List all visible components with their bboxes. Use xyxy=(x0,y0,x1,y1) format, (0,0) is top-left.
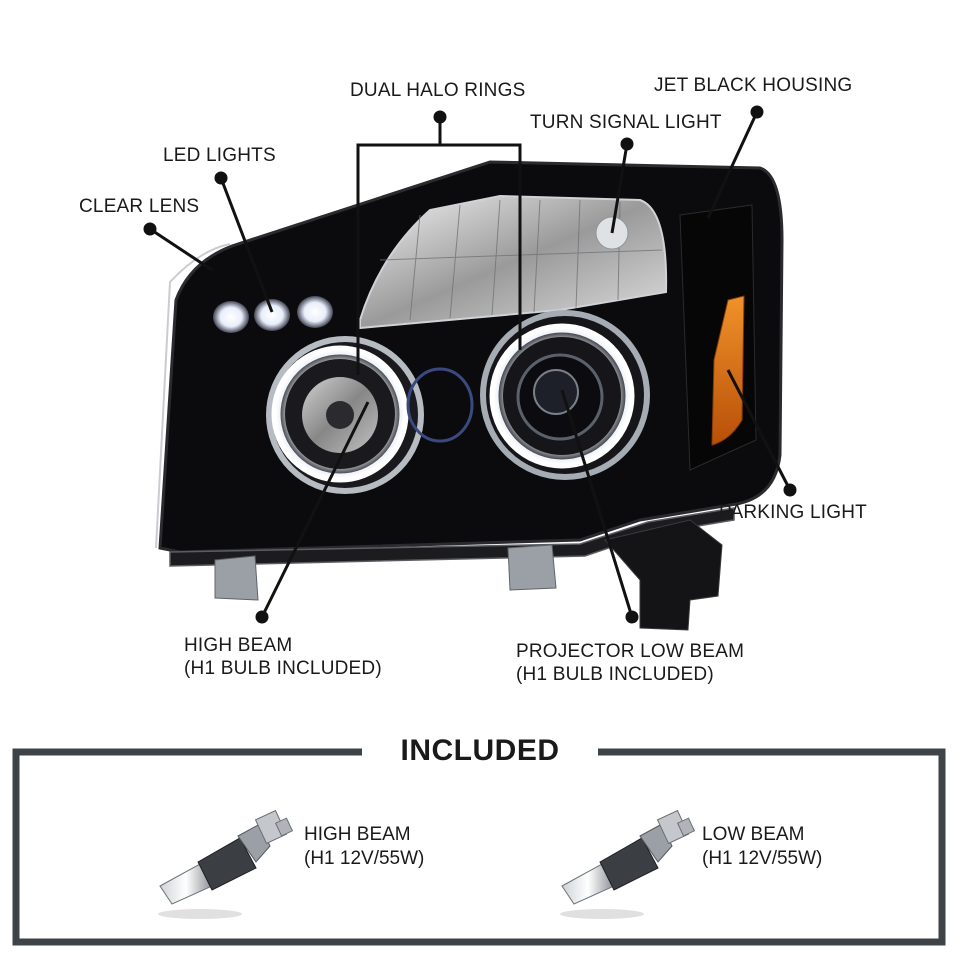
callout-jet-black-housing: JET BLACK HOUSING xyxy=(654,75,853,96)
callout-turn-signal-light: TURN SIGNAL LIGHT xyxy=(530,112,722,133)
turn-signal-reflector xyxy=(359,194,668,330)
callout-dual-halo-rings: DUAL HALO RINGS xyxy=(350,80,526,101)
callout-leaders xyxy=(143,105,797,624)
h1-bulb-icon-high xyxy=(158,809,294,919)
included-item-low-beam-label: LOW BEAM (H1 12V/55W) xyxy=(702,824,823,869)
included-item-high-beam-label: HIGH BEAM (H1 12V/55W) xyxy=(304,824,425,869)
h1-bulb-icon-low xyxy=(560,809,696,919)
lower-trim xyxy=(169,507,735,567)
callout-parking-light: PARKING LIGHT xyxy=(719,502,867,523)
callout-projector-low-beam: PROJECTOR LOW BEAM (H1 BULB INCLUDED) xyxy=(516,641,745,685)
included-frame xyxy=(12,748,946,946)
mount-bracket-right xyxy=(604,519,723,631)
mount-tab-left xyxy=(214,555,259,601)
headlight-assembly xyxy=(155,160,784,631)
led-lights-row xyxy=(213,296,333,333)
callout-led-lights: LED LIGHTS xyxy=(163,145,276,166)
included-title: INCLUDED xyxy=(370,734,590,768)
inner-accent-ring xyxy=(406,367,474,443)
callout-high-beam: HIGH BEAM (H1 BULB INCLUDED) xyxy=(184,635,382,679)
callout-clear-lens: CLEAR LENS xyxy=(79,196,200,217)
mount-tab-middle xyxy=(507,544,557,591)
led-light-2 xyxy=(254,299,290,331)
high-beam-halo-assembly xyxy=(266,336,424,494)
led-light-3 xyxy=(297,296,333,328)
led-light-1 xyxy=(213,301,249,333)
